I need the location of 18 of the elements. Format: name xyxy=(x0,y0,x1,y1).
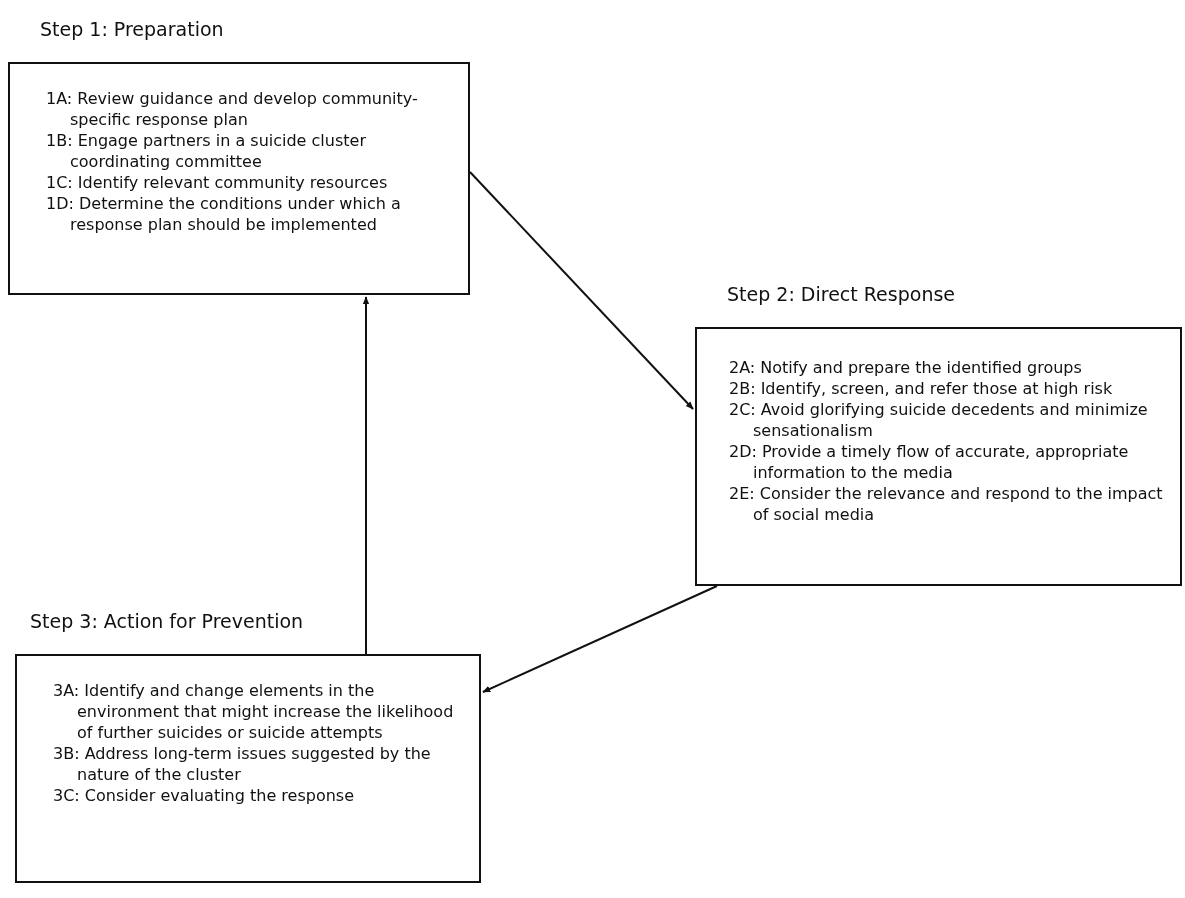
step-item: 3B: Address long-term issues suggested by the nature of the cluster xyxy=(53,743,432,785)
step-item: 1C: Identify relevant community resources xyxy=(46,172,389,193)
step-heading: Step 1: Preparation xyxy=(40,18,224,40)
step-item: 2B: Identify, screen, and refer those at high risk xyxy=(729,378,1114,399)
step-item: 2A: Notify and prepare the identified groups xyxy=(729,357,1083,378)
arrow xyxy=(469,171,694,410)
step-heading: Step 2: Direct Response xyxy=(727,283,955,305)
step-item: 3A: Identify and change elements in the environment that might increase the likelihood of further suicides or suicide attempts xyxy=(53,680,455,743)
step-heading: Step 3: Action for Prevention xyxy=(30,610,304,632)
step-item: 1B: Engage partners in a suicide cluster coordinating committee xyxy=(46,130,367,172)
step-item: 2D: Provide a timely flow of accurate, appropriate information to the media xyxy=(729,441,1130,483)
arrow xyxy=(482,585,718,693)
step-item: 2C: Avoid glorifying suicide decedents and minimize sensationalism xyxy=(729,399,1149,441)
step-item: 2E: Consider the relevance and respond to the impact of social media xyxy=(729,483,1164,525)
arrow xyxy=(362,296,370,655)
step-item: 3C: Consider evaluating the response xyxy=(53,785,355,806)
step-item: 1A: Review guidance and develop community-specific response plan xyxy=(46,88,419,130)
step-item: 1D: Determine the conditions under which a response plan should be implemented xyxy=(46,193,402,235)
